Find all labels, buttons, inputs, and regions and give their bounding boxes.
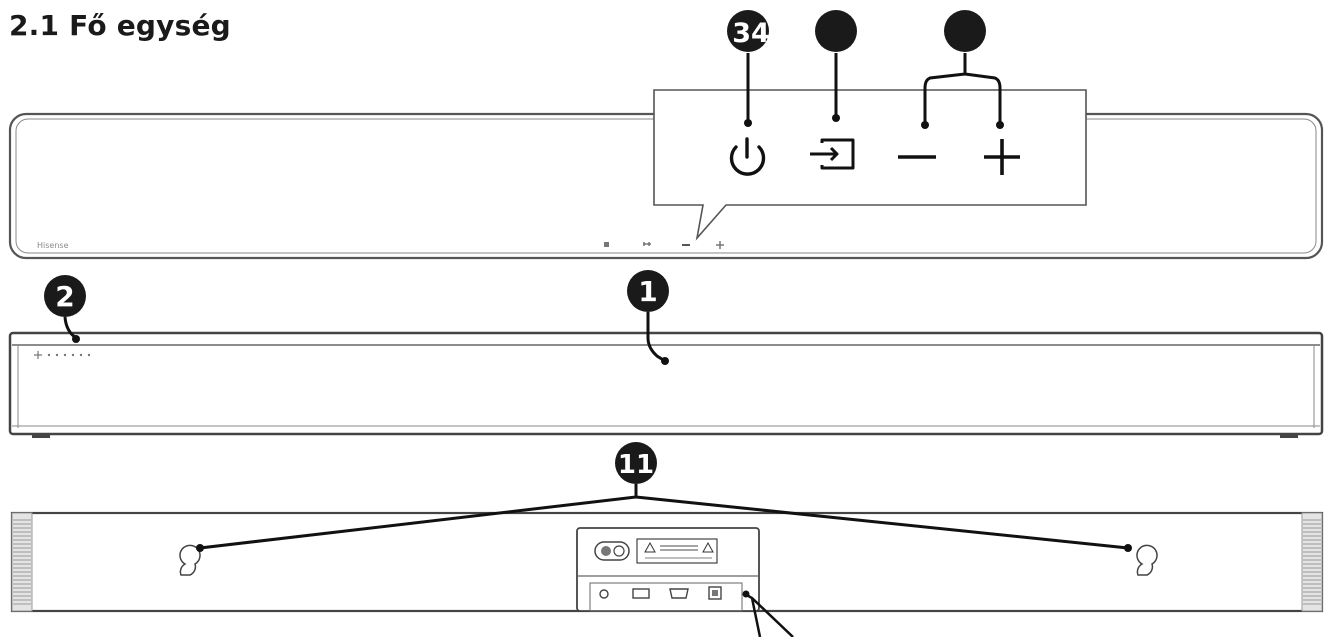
soundbar-front-view: 2 1 <box>8 270 1324 438</box>
hdmi-port <box>669 588 689 599</box>
right-grille <box>1301 512 1323 612</box>
top-control-marks <box>604 241 724 249</box>
leader-main-unit <box>646 312 666 363</box>
callout-badge-34 <box>727 10 769 52</box>
callout-badge-1 <box>627 270 669 312</box>
page-title: 2.1 Fő egység <box>9 9 231 42</box>
callout-badge-input <box>815 10 857 52</box>
callout-label-11: 11 <box>618 450 654 480</box>
callout-label-2: 2 <box>55 280 74 313</box>
callout-badge-11 <box>615 442 657 484</box>
soundbar-back-view: 11 <box>10 442 1324 637</box>
keyhole-mount-icon-left <box>179 544 201 576</box>
optical-port <box>708 586 722 600</box>
power-icon <box>729 137 766 176</box>
callout-label-34: 34 <box>732 18 770 49</box>
brand-logo: Hisense <box>37 241 69 250</box>
callout-label-1: 1 <box>638 275 657 308</box>
connector-panel <box>576 527 760 612</box>
warning-label <box>636 538 718 564</box>
callout-badge-volume <box>944 10 986 52</box>
left-grille <box>11 512 33 612</box>
aux-port <box>599 589 609 599</box>
usb-port <box>632 588 650 599</box>
keyhole-mount-icon-right <box>1136 544 1158 576</box>
leader-keyholes <box>199 484 1129 550</box>
leader-volume <box>923 53 1002 124</box>
button-zoom-callout: 34 <box>653 10 1087 241</box>
input-source-icon <box>810 138 855 170</box>
led-indicator-row <box>34 351 91 359</box>
volume-up-icon <box>984 139 1020 175</box>
callout-badge-2 <box>44 275 86 317</box>
